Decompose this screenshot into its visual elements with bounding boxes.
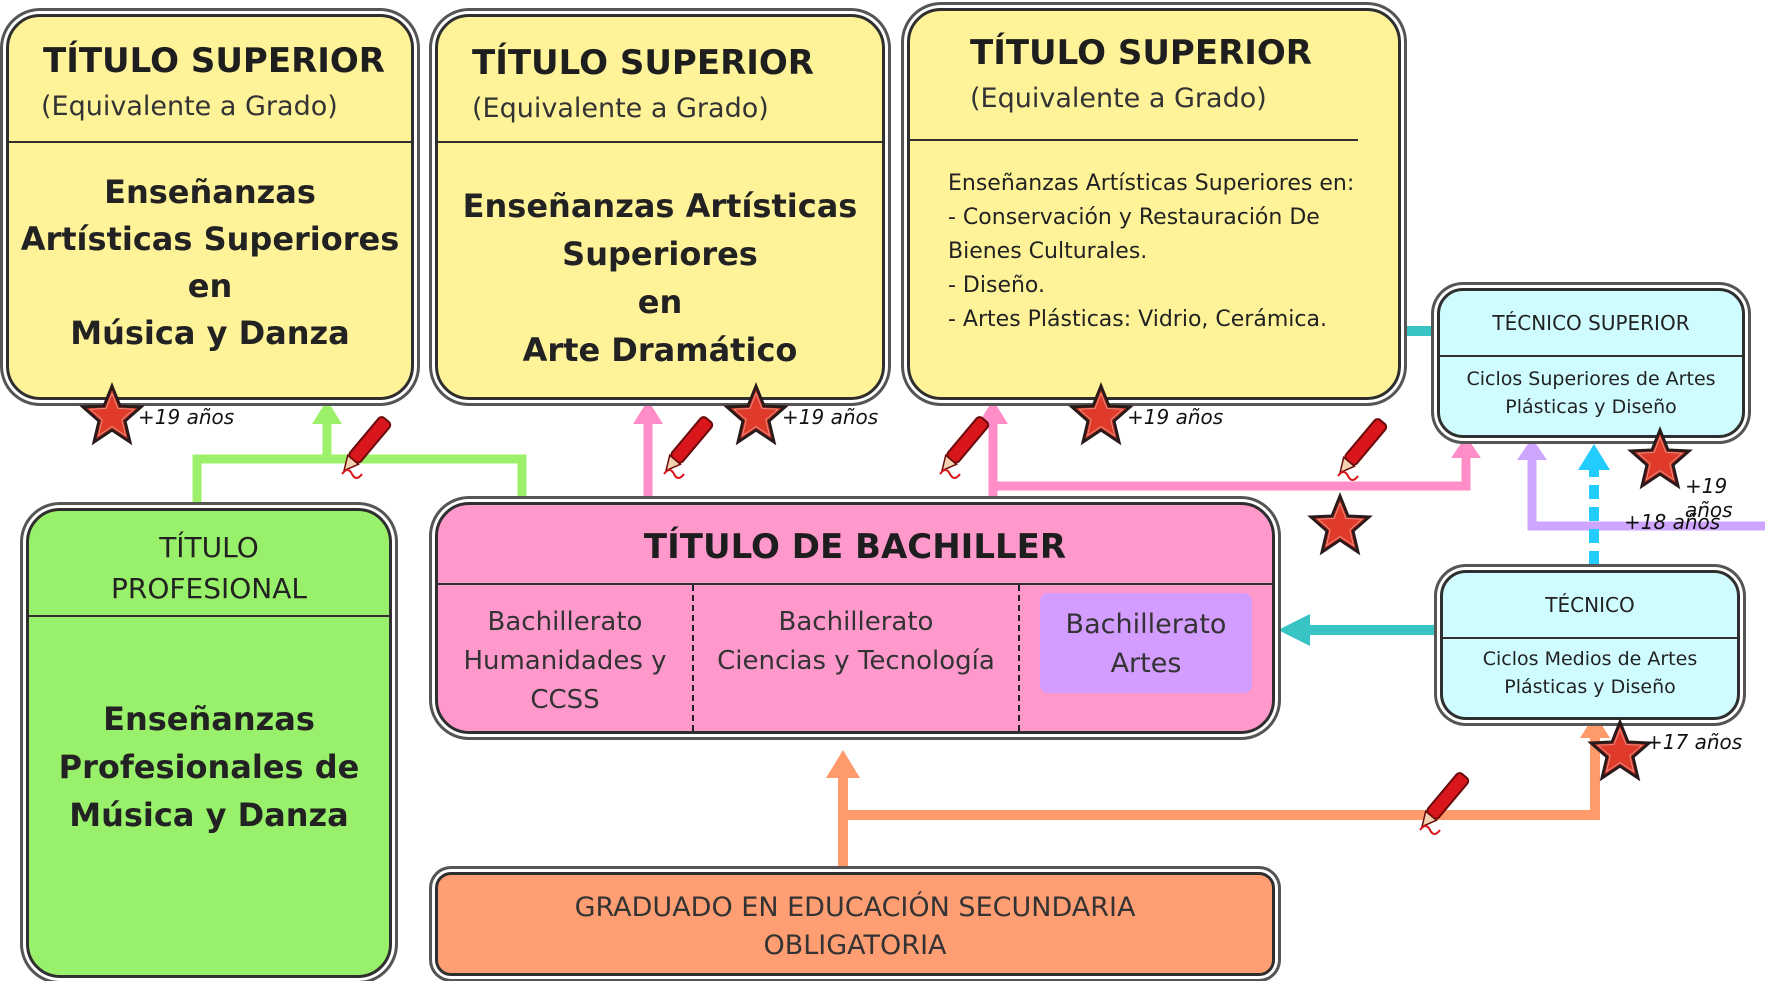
title-line: TÍTULO <box>159 531 259 564</box>
pen-icon <box>1333 416 1389 481</box>
orange-arrowhead <box>826 750 860 778</box>
age-label: +19 años <box>1127 405 1224 429</box>
bachillerato-artes: Bachillerato Artes <box>1040 593 1252 693</box>
body-line: Plásticas y Diseño <box>1505 396 1677 418</box>
body-line: Enseñanzas <box>104 173 316 211</box>
body-line: Música y Danza <box>70 314 350 352</box>
titulo-profesional: TÍTULO PROFESIONAL Enseñanzas Profesiona… <box>26 508 392 978</box>
box-header: TÉCNICO <box>1443 573 1737 639</box>
body-line: Bienes Culturales. <box>948 239 1148 264</box>
age-label: +19 años <box>1685 474 1733 522</box>
box-header: TÉCNICO SUPERIOR <box>1440 291 1742 357</box>
box-header: TÍTULO SUPERIOR (Equivalente a Grado) <box>910 11 1358 141</box>
box-body: Ciclos Medios de Artes Plásticas y Diseñ… <box>1443 645 1737 701</box>
lilac-arrowhead <box>1517 438 1547 460</box>
star-icon <box>1309 494 1371 554</box>
title-line: PROFESIONAL <box>111 572 307 605</box>
age-label: +17 años <box>1646 730 1743 754</box>
box-title: TÉCNICO SUPERIOR <box>1492 311 1690 335</box>
star-icon <box>1070 384 1132 444</box>
pink-arrowhead <box>633 400 663 424</box>
star-icon <box>81 384 143 444</box>
box-title: TÉCNICO <box>1545 593 1635 617</box>
body-line: - Conservación y Restauración De <box>948 205 1320 230</box>
body-line: Arte Dramático <box>522 331 798 369</box>
body-line: Artes <box>1110 648 1182 679</box>
pen-icon <box>1415 770 1471 835</box>
lilac-arrow <box>1527 458 1765 531</box>
box-header: TÍTULO SUPERIOR (Equivalente a Grado) <box>9 17 411 143</box>
body-line: Ciclos Superiores de Artes <box>1466 368 1716 390</box>
body-line: Enseñanzas Artísticas Superiores en: <box>948 171 1355 196</box>
body-line: Humanidades y <box>463 646 667 676</box>
box-title: TÍTULO SUPERIOR <box>43 41 385 81</box>
titulo-superior-musica-danza: TÍTULO SUPERIOR (Equivalente a Grado) En… <box>6 14 414 400</box>
titulo-superior-arte-dramatico: TÍTULO SUPERIOR (Equivalente a Grado) En… <box>435 14 885 400</box>
pink-arrowhead <box>1451 436 1481 458</box>
dashed-divider <box>692 585 694 731</box>
body-line: Ciencias y Tecnología <box>717 646 995 676</box>
box-subtitle: (Equivalente a Grado) <box>472 93 769 124</box>
body-line: GRADUADO EN EDUCACIÓN SECUNDARIA <box>574 892 1136 923</box>
body-line: - Diseño. <box>948 273 1045 298</box>
tecnico-superior: TÉCNICO SUPERIOR Ciclos Superiores de Ar… <box>1437 288 1745 438</box>
box-header: TÍTULO DE BACHILLER <box>438 505 1272 585</box>
green-arrowhead <box>312 400 342 424</box>
blue-arrowhead <box>1578 444 1610 470</box>
box-subtitle: (Equivalente a Grado) <box>41 91 338 122</box>
teal-arrowhead <box>1278 614 1310 646</box>
bachillerato-ciencias: Bachillerato Ciencias y Tecnología <box>694 603 1018 681</box>
pen-icon <box>659 414 715 479</box>
age-label: +19 años <box>782 405 879 429</box>
body-line: - Artes Plásticas: Vidrio, Cerámica. <box>948 307 1327 332</box>
orange-arrow <box>838 737 1600 870</box>
age-label: +18 años <box>1624 510 1721 534</box>
body-line: Enseñanzas <box>103 700 315 738</box>
box-header: TÍTULO SUPERIOR (Equivalente a Grado) <box>438 17 882 143</box>
bachillerato-humanidades: Bachillerato Humanidades y CCSS <box>438 603 692 720</box>
box-body: Ciclos Superiores de Artes Plásticas y D… <box>1440 365 1742 421</box>
graduado-eso: GRADUADO EN EDUCACIÓN SECUNDARIA OBLIGAT… <box>435 872 1275 976</box>
orange-arrowhead <box>1580 714 1610 738</box>
box-body: Enseñanzas Artísticas Superiores en Arte… <box>438 182 882 374</box>
titulo-superior-artes-plasticas: TÍTULO SUPERIOR (Equivalente a Grado) En… <box>907 8 1401 400</box>
titulo-bachiller: TÍTULO DE BACHILLER Bachillerato Humanid… <box>435 502 1275 734</box>
body-line: Bachillerato <box>487 607 643 637</box>
box-body: GRADUADO EN EDUCACIÓN SECUNDARIA OBLIGAT… <box>438 889 1272 965</box>
body-line: en <box>187 267 233 305</box>
body-line: Ciclos Medios de Artes <box>1482 648 1698 670</box>
pen-icon <box>935 414 991 479</box>
body-line: Profesionales de <box>58 748 360 786</box>
pen-icon <box>337 414 393 479</box>
box-title: TÍTULO PROFESIONAL <box>29 511 389 609</box>
box-title: TÍTULO SUPERIOR <box>472 43 814 83</box>
star-icon <box>1589 720 1651 780</box>
pink-arrowhead <box>978 400 1008 424</box>
box-subtitle: (Equivalente a Grado) <box>970 83 1267 114</box>
body-line: Enseñanzas Artísticas <box>462 187 858 225</box>
body-line: Bachillerato <box>1065 609 1227 640</box>
body-line: OBLIGATORIA <box>763 930 947 961</box>
star-icon <box>1629 428 1691 488</box>
box-body: Enseñanzas Artísticas Superiores en: - C… <box>948 167 1354 337</box>
star-icon <box>725 384 787 444</box>
body-line: Superiores <box>562 235 758 273</box>
box-body: Enseñanzas Profesionales de Música y Dan… <box>29 695 389 839</box>
box-title: TÍTULO DE BACHILLER <box>643 527 1067 567</box>
box-title: TÍTULO SUPERIOR <box>970 33 1312 73</box>
tecnico: TÉCNICO Ciclos Medios de Artes Plásticas… <box>1440 570 1740 720</box>
body-line: Música y Danza <box>69 796 349 834</box>
dashed-divider <box>1018 585 1020 731</box>
age-label: +19 años <box>138 405 235 429</box>
pink-arrow <box>643 420 1471 500</box>
body-line: Artísticas Superiores <box>20 220 400 258</box>
box-header: TÍTULO PROFESIONAL <box>29 511 389 617</box>
body-line: en <box>637 283 683 321</box>
box-body: Enseñanzas Artísticas Superiores en Músi… <box>9 169 411 357</box>
body-line: CCSS <box>530 685 600 715</box>
body-line: Plásticas y Diseño <box>1504 676 1676 698</box>
body-line: Bachillerato <box>778 607 934 637</box>
